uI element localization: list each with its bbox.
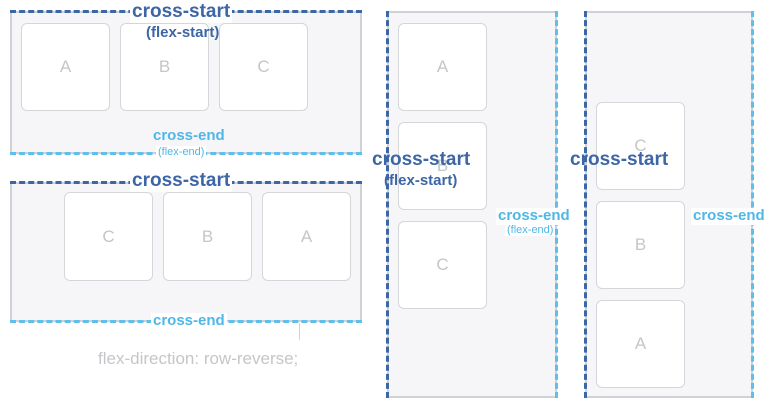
cross-end-label: cross-end [496,207,572,225]
flex-item: A [262,192,351,281]
pointer-tick [299,323,300,340]
cross-start-label: cross-start [570,149,669,170]
cross-start-label: cross-start [372,149,471,170]
cross-start-line [584,11,587,398]
flex-item: A [21,23,110,111]
flex-start-label: (flex-start) [146,24,220,41]
cross-end-line [751,11,754,398]
flex-end-label: (flex-end) [156,146,207,159]
flex-item: B [163,192,252,281]
flex-item: B [120,23,209,111]
cross-end-label: cross-end [153,127,225,144]
cross-start-label: cross-start [130,170,233,192]
flex-item: B [398,122,487,210]
flex-item: C [398,221,487,309]
cross-end-line [555,11,558,398]
flex-start-label: (flex-start) [384,172,458,189]
cross-start-line [386,11,389,398]
flex-item: B [596,201,685,289]
flex-item: A [398,23,487,111]
cross-end-label: cross-end [691,207,767,225]
flex-end-label: (flex-end) [505,224,556,237]
cross-end-label: cross-end [151,312,227,330]
cross-start-label: cross-start [130,1,233,23]
flex-direction-caption: flex-direction: row-reverse; [98,349,299,368]
flex-item: A [596,300,685,388]
flex-item: C [219,23,308,111]
flex-item: C [596,102,685,190]
flex-item: C [64,192,153,281]
